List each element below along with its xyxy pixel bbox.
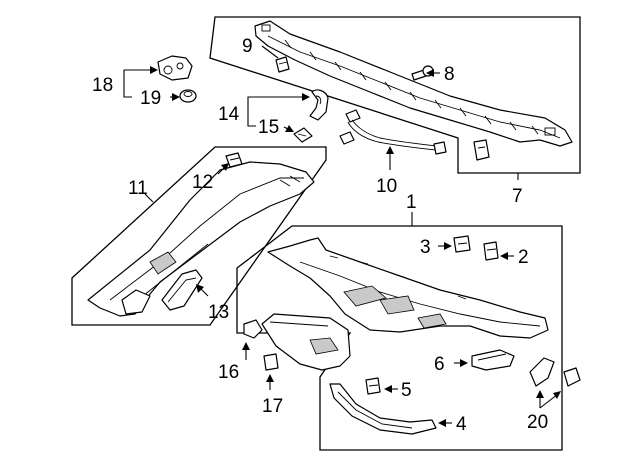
- callout-14: 14: [218, 104, 240, 125]
- callout-8: 8: [444, 64, 455, 85]
- callout-11: 11: [128, 178, 148, 199]
- callout-13: 13: [208, 302, 229, 323]
- callout-18: 18: [92, 75, 113, 96]
- callout-5: 5: [401, 380, 412, 401]
- clip-12: [225, 152, 243, 168]
- handle-6: [471, 349, 515, 371]
- callout-16: 16: [218, 362, 239, 383]
- callout-12: 12: [192, 172, 213, 193]
- clip-9: [275, 56, 290, 73]
- lens-4: [329, 383, 437, 435]
- callout-20: 20: [527, 412, 548, 433]
- callout-15: 15: [258, 117, 279, 138]
- callout-9: 9: [242, 36, 253, 57]
- callout-17: 17: [262, 396, 283, 417]
- callout-6: 6: [434, 354, 445, 375]
- grommet-19: [179, 89, 197, 103]
- hook-14: [309, 89, 329, 121]
- bracket-18: [157, 55, 193, 81]
- clip-15: [293, 127, 313, 143]
- wire-harness: [339, 109, 447, 155]
- leader-lines: [123, 45, 561, 427]
- callout-10: 10: [376, 176, 397, 197]
- overhead-panel-1: [267, 237, 549, 339]
- bracket-clip: [473, 139, 490, 161]
- grille-13: [161, 269, 203, 311]
- callout-3: 3: [420, 237, 431, 258]
- frame-group-7: [209, 16, 581, 174]
- pillar-trim-11: [87, 161, 315, 317]
- callout-4: 4: [456, 414, 467, 435]
- sun-visor-16: [243, 313, 351, 371]
- bracket-20: [529, 357, 581, 387]
- callout-2: 2: [518, 247, 529, 268]
- clip-2: [483, 241, 499, 261]
- reinforcement-beam: [254, 20, 573, 147]
- callout-19: 19: [140, 88, 161, 109]
- callout-1: 1: [406, 192, 417, 213]
- clip-3: [453, 235, 471, 253]
- frame-group-11: [71, 146, 327, 326]
- callout-7: 7: [512, 186, 523, 207]
- clip-5: [365, 377, 381, 395]
- clip-17: [263, 353, 279, 371]
